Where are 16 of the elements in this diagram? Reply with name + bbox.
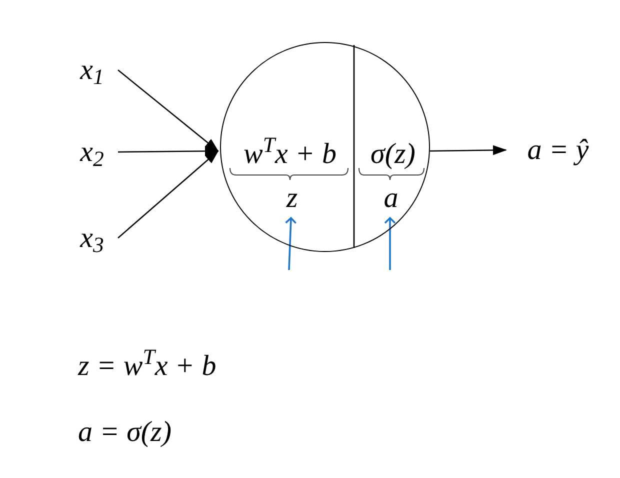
- arrow: [384, 217, 396, 270]
- math-text: w$^{T}$x + b: [225, 135, 355, 173]
- math-text: σ(z): [358, 135, 428, 173]
- equation: z = w$^{T}$x + b: [78, 352, 216, 381]
- math-text: a = ŷ: [506, 130, 610, 170]
- math-text: a: [376, 181, 406, 215]
- arrow: [118, 70, 219, 152]
- math-text: z: [277, 181, 307, 215]
- arrow: [430, 145, 507, 156]
- math-text: x$_{2}$: [66, 132, 118, 172]
- math-text: x$_{1}$: [66, 50, 118, 90]
- arrow: [118, 150, 219, 238]
- equation: a = σ(z): [78, 418, 172, 447]
- arrow: [118, 146, 219, 156]
- math-text: x$_{3}$: [66, 218, 118, 258]
- arrow: [284, 217, 297, 270]
